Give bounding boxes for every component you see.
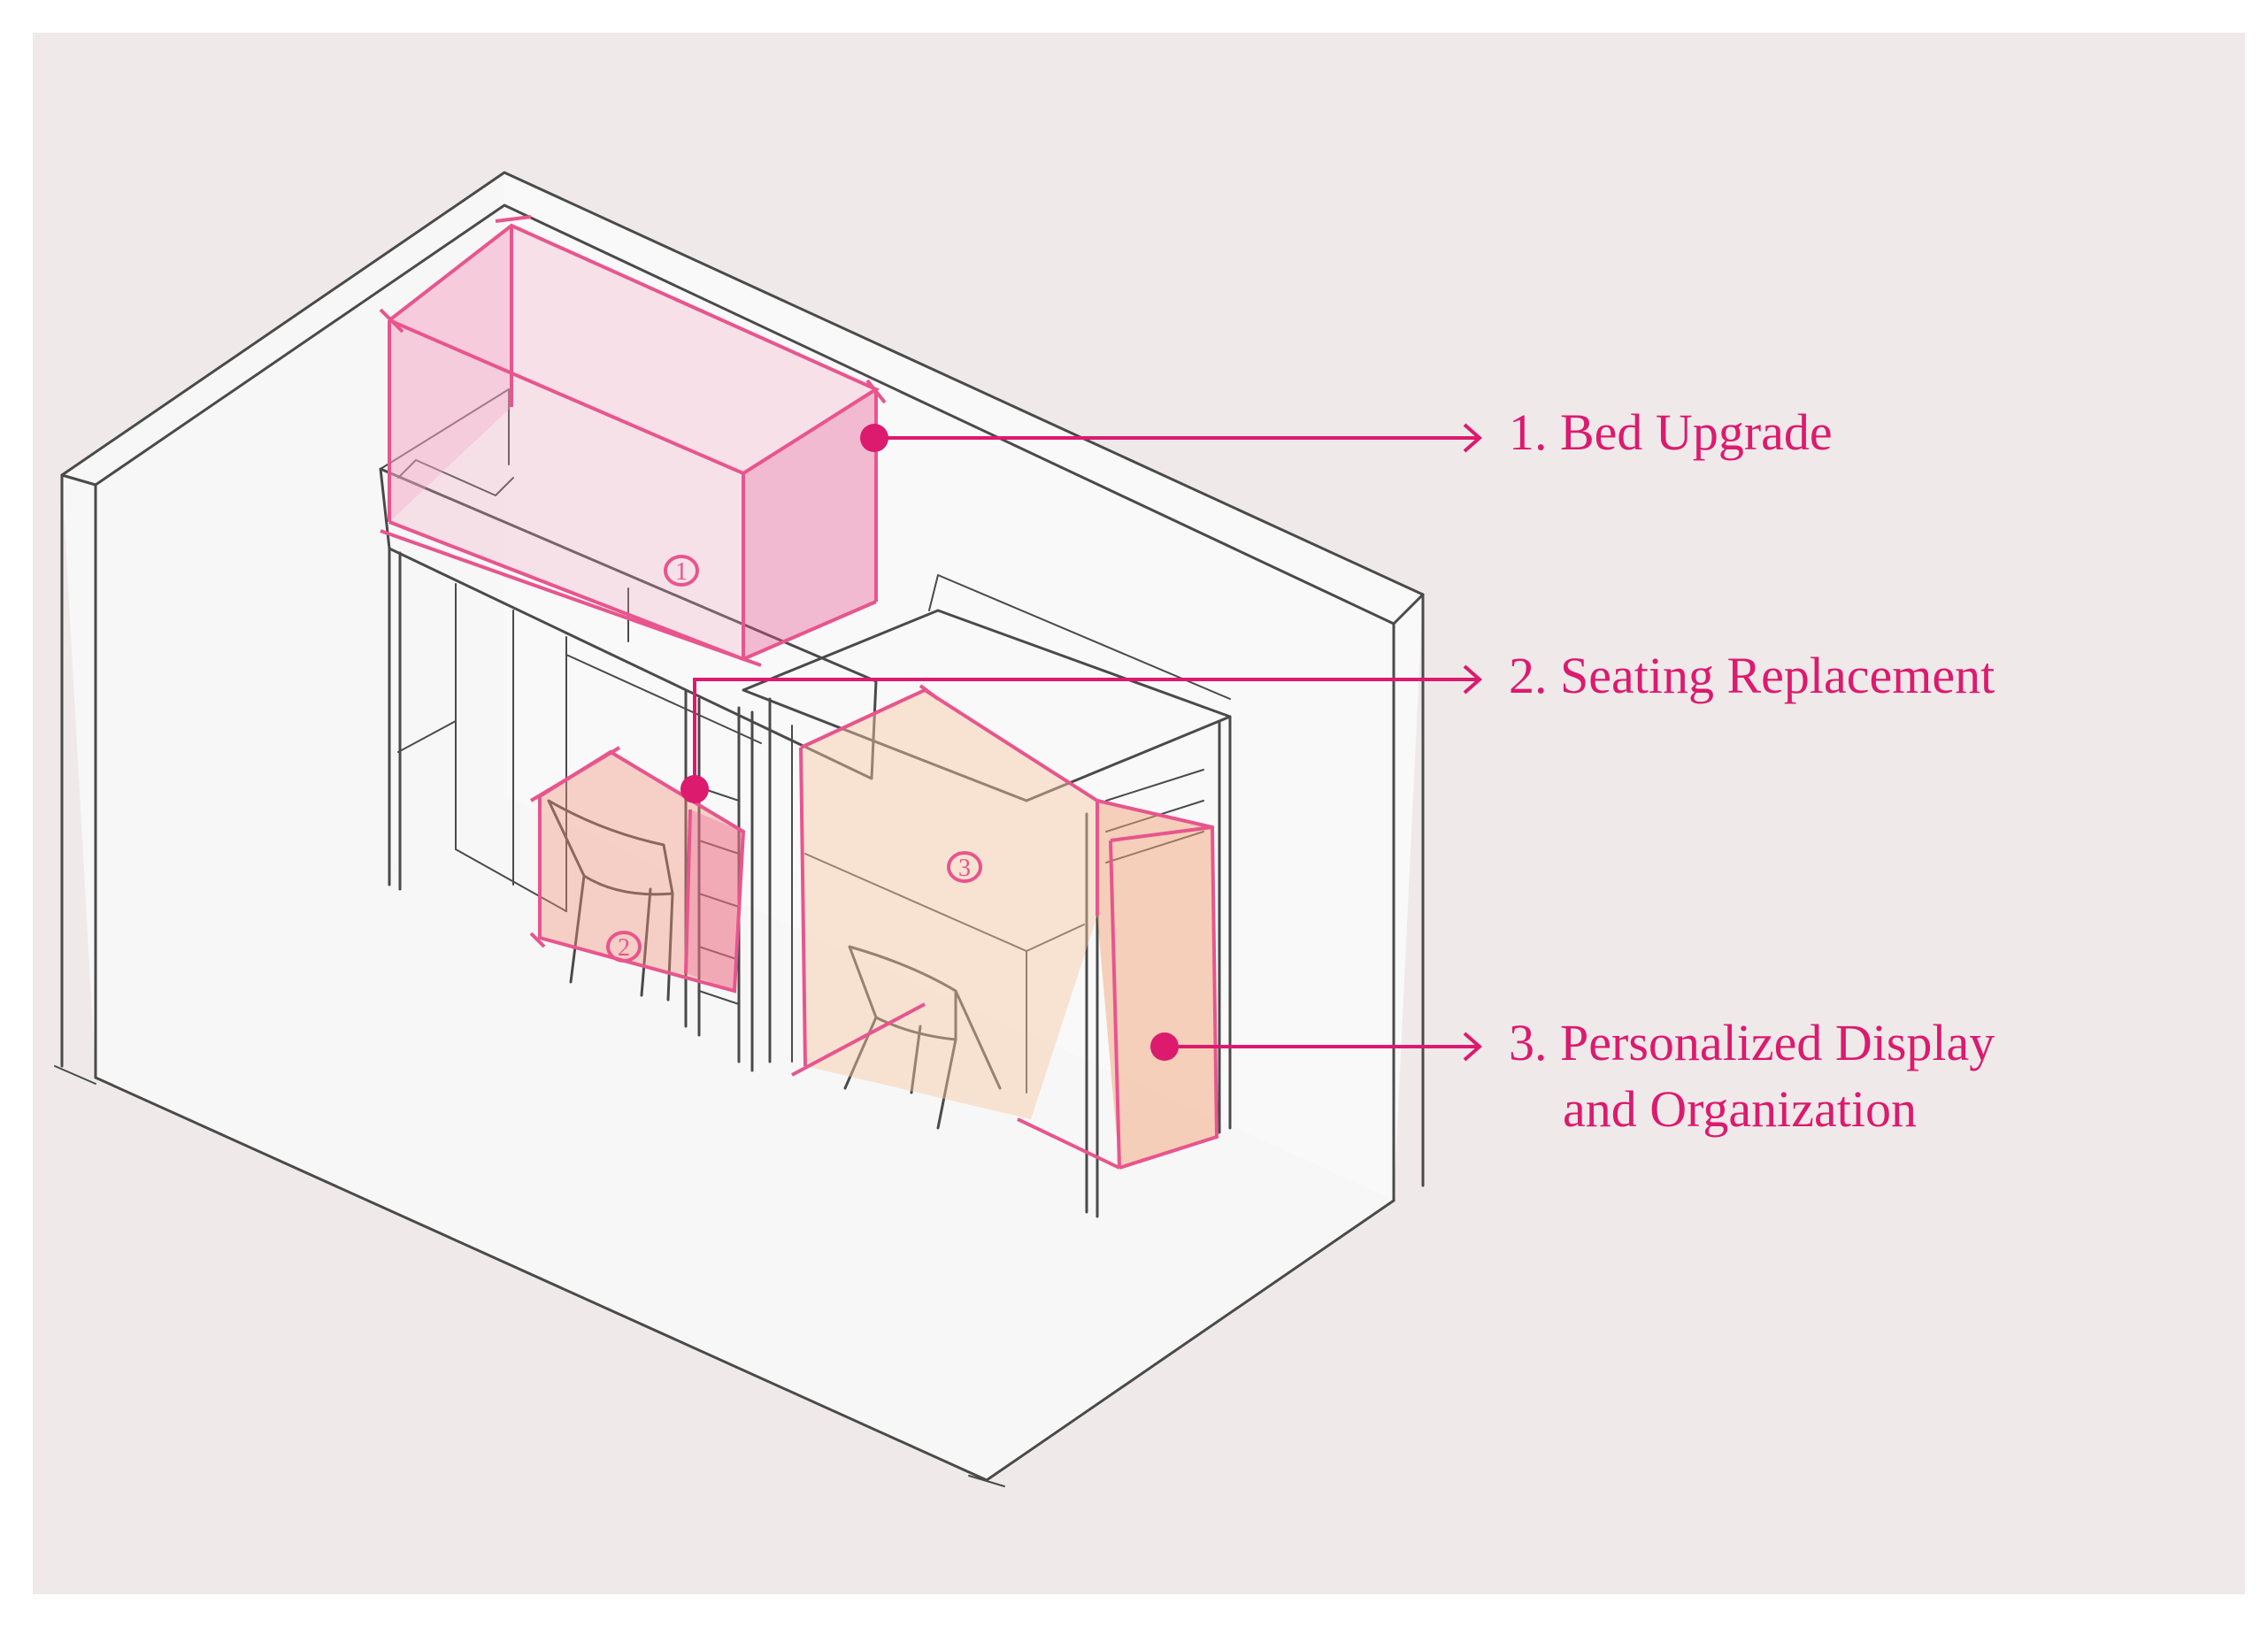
zone-1-bed: 1	[379, 215, 887, 667]
callout-label-seating-replacement: 2. Seating Replacement	[1509, 647, 1995, 704]
right-loft-desk-unit	[742, 574, 1232, 1218]
zone-3-number-circle	[947, 851, 982, 883]
leader-2	[680, 664, 1483, 803]
zone-2-number-circle	[606, 931, 642, 963]
callout-label-personalized-display: 3. Personalized Display	[1509, 1014, 1995, 1071]
zone-2-number: 2	[618, 934, 630, 962]
zone-1-number-circle	[664, 555, 699, 587]
callout-label-bed-upgrade: 1. Bed Upgrade	[1509, 403, 1833, 461]
zone-2-seating: 2	[529, 746, 746, 994]
room-floor	[96, 796, 1394, 1480]
chair-left	[547, 799, 674, 1002]
left-loft-bed	[379, 388, 878, 912]
left-wall	[62, 173, 504, 1078]
leader-3	[1150, 1032, 1483, 1062]
zone-3-number: 3	[958, 855, 971, 882]
zone-1-number: 1	[675, 558, 688, 586]
leader-1	[860, 423, 1483, 453]
zone-3-display: 3	[791, 684, 1219, 1170]
chair-right	[843, 945, 1002, 1130]
callout-label-organization: and Organization	[1563, 1080, 1917, 1138]
